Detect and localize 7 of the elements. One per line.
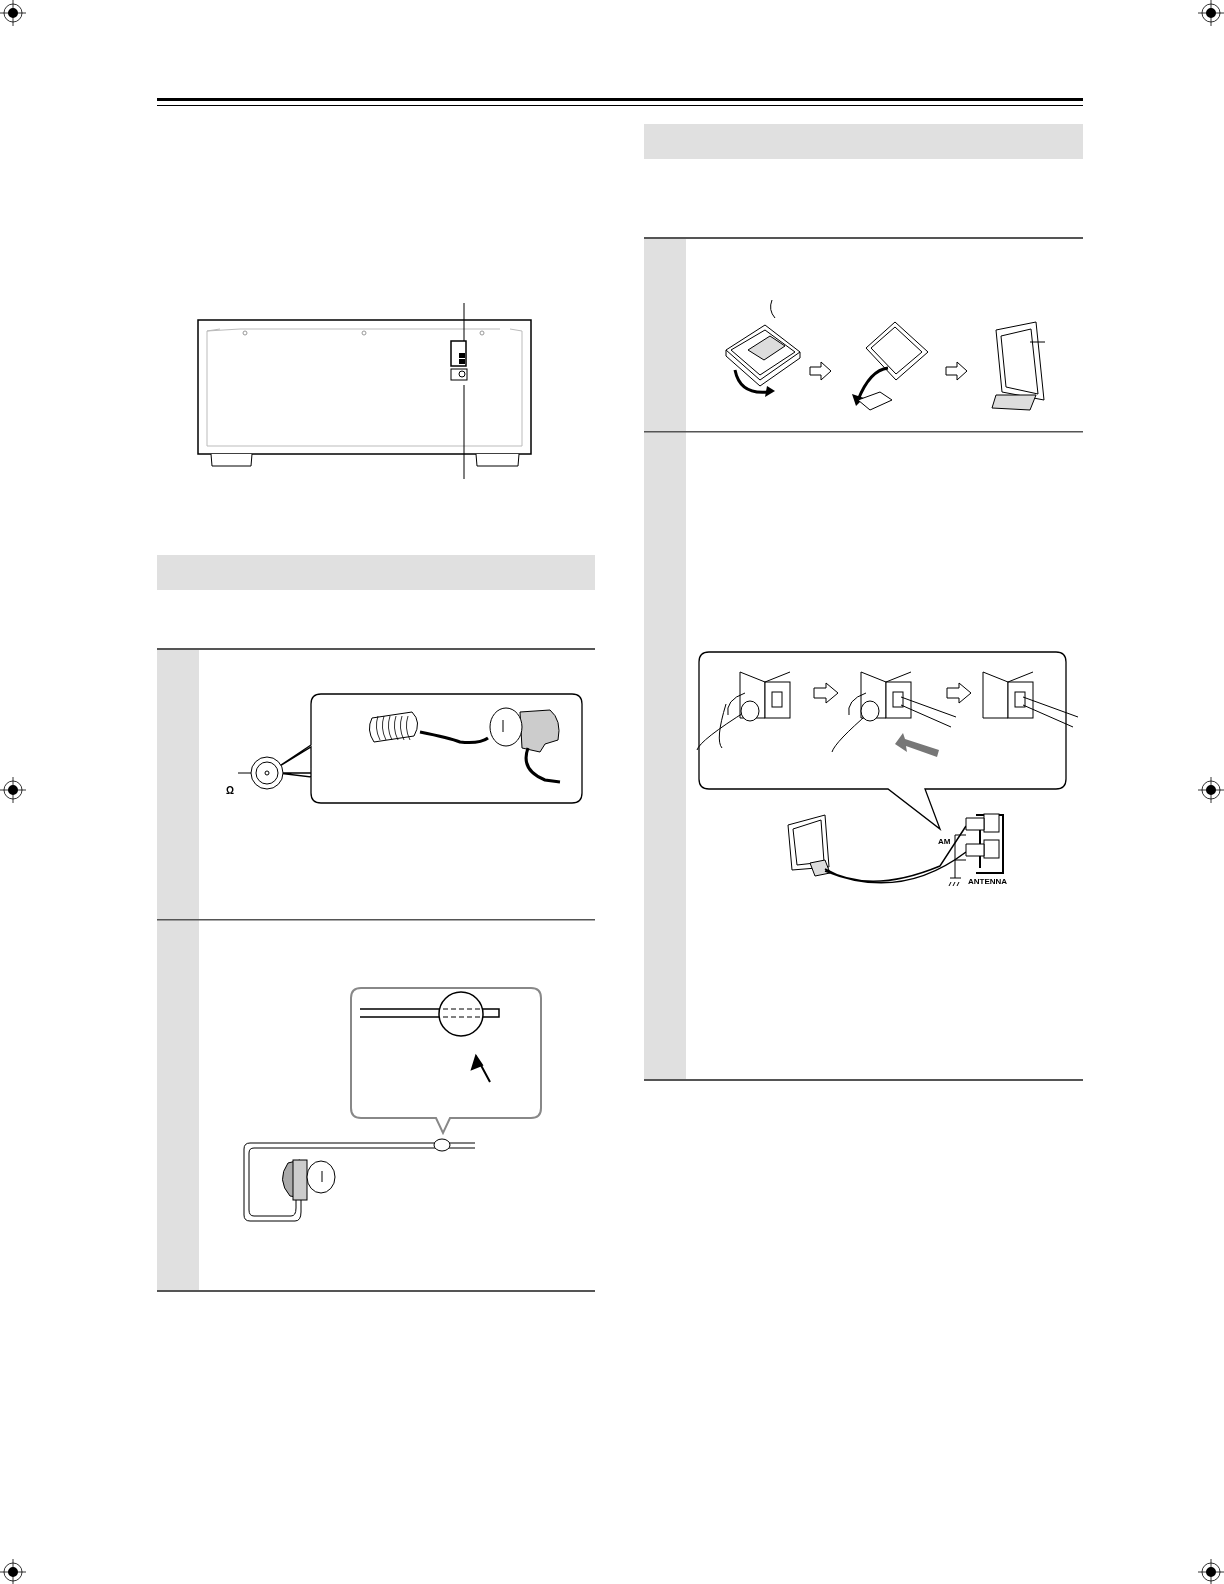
section-heading-band (644, 124, 1083, 159)
section-heading-band (157, 555, 595, 590)
step-number-column (157, 649, 199, 1291)
terminal-label: AM (938, 838, 951, 846)
step-number-column (644, 238, 686, 1080)
terminal-label: ANTENNA (968, 878, 1008, 886)
impedance-label: Ω (226, 786, 235, 796)
